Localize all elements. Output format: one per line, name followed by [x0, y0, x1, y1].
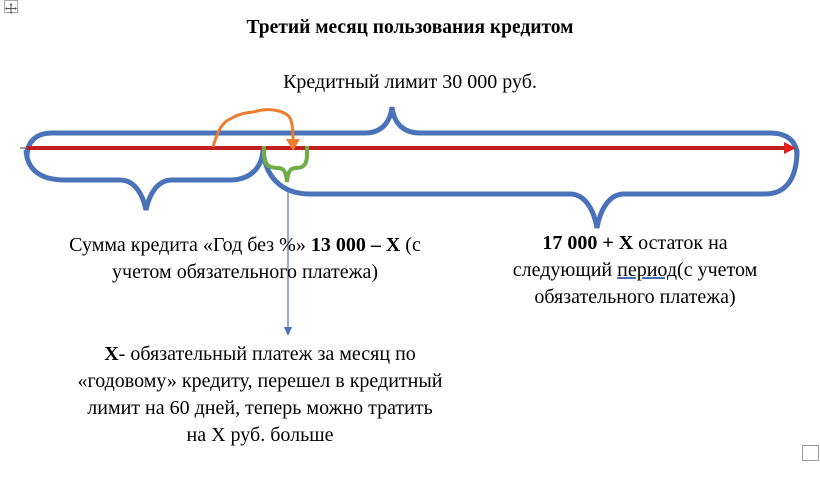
loan-amount-brace	[23, 149, 266, 211]
loan-suffix: (с	[400, 234, 421, 256]
remaining-brace	[260, 149, 800, 229]
payment-line3: лимит на 60 дней, теперь можно тратить	[87, 397, 433, 419]
move-cross-icon	[5, 3, 17, 14]
remaining-label: 17 000 + X остаток на следующий период(с…	[470, 230, 800, 311]
transfer-arrow	[211, 108, 295, 148]
loan-amount-label: Сумма кредита «Год без %» 13 000 – X (с …	[30, 232, 460, 286]
move-handle[interactable]	[4, 0, 18, 14]
remaining-formula: 17 000 + X	[542, 232, 634, 254]
payment-line1: - обязательный платеж за месяц по	[118, 343, 416, 365]
credit-limit-label: Кредитный лимит 30 000 руб.	[283, 71, 537, 93]
payment-x: X	[104, 343, 119, 365]
credit-limit-brace	[24, 106, 800, 157]
period-word: период	[617, 259, 678, 281]
remaining-line2-prefix: следующий	[512, 259, 618, 281]
payment-line4: на X руб. больше	[186, 424, 334, 446]
timeline-arrowhead	[784, 142, 796, 154]
resize-square-icon[interactable]	[802, 445, 819, 461]
payment-line2: «годовому» кредиту, перешел в кредитный	[77, 370, 443, 392]
loan-formula: 13 000 – X	[310, 234, 401, 256]
loan-prefix: Сумма кредита «Год без %»	[69, 234, 311, 256]
payment-explanation: X- обязательный платеж за месяц по «годо…	[30, 341, 490, 449]
loan-line2: учетом обязательного платежа)	[112, 261, 378, 283]
remaining-line3: обязательного платежа)	[534, 286, 736, 308]
pointer-arrowhead	[284, 327, 292, 336]
payment-brace	[262, 146, 309, 183]
remaining-line1: остаток на	[633, 232, 728, 254]
remaining-line2-suffix: (с учетом	[677, 259, 758, 281]
diagram-title: Третий месяц пользования кредитом	[246, 17, 574, 38]
transfer-arrowhead	[286, 139, 300, 151]
